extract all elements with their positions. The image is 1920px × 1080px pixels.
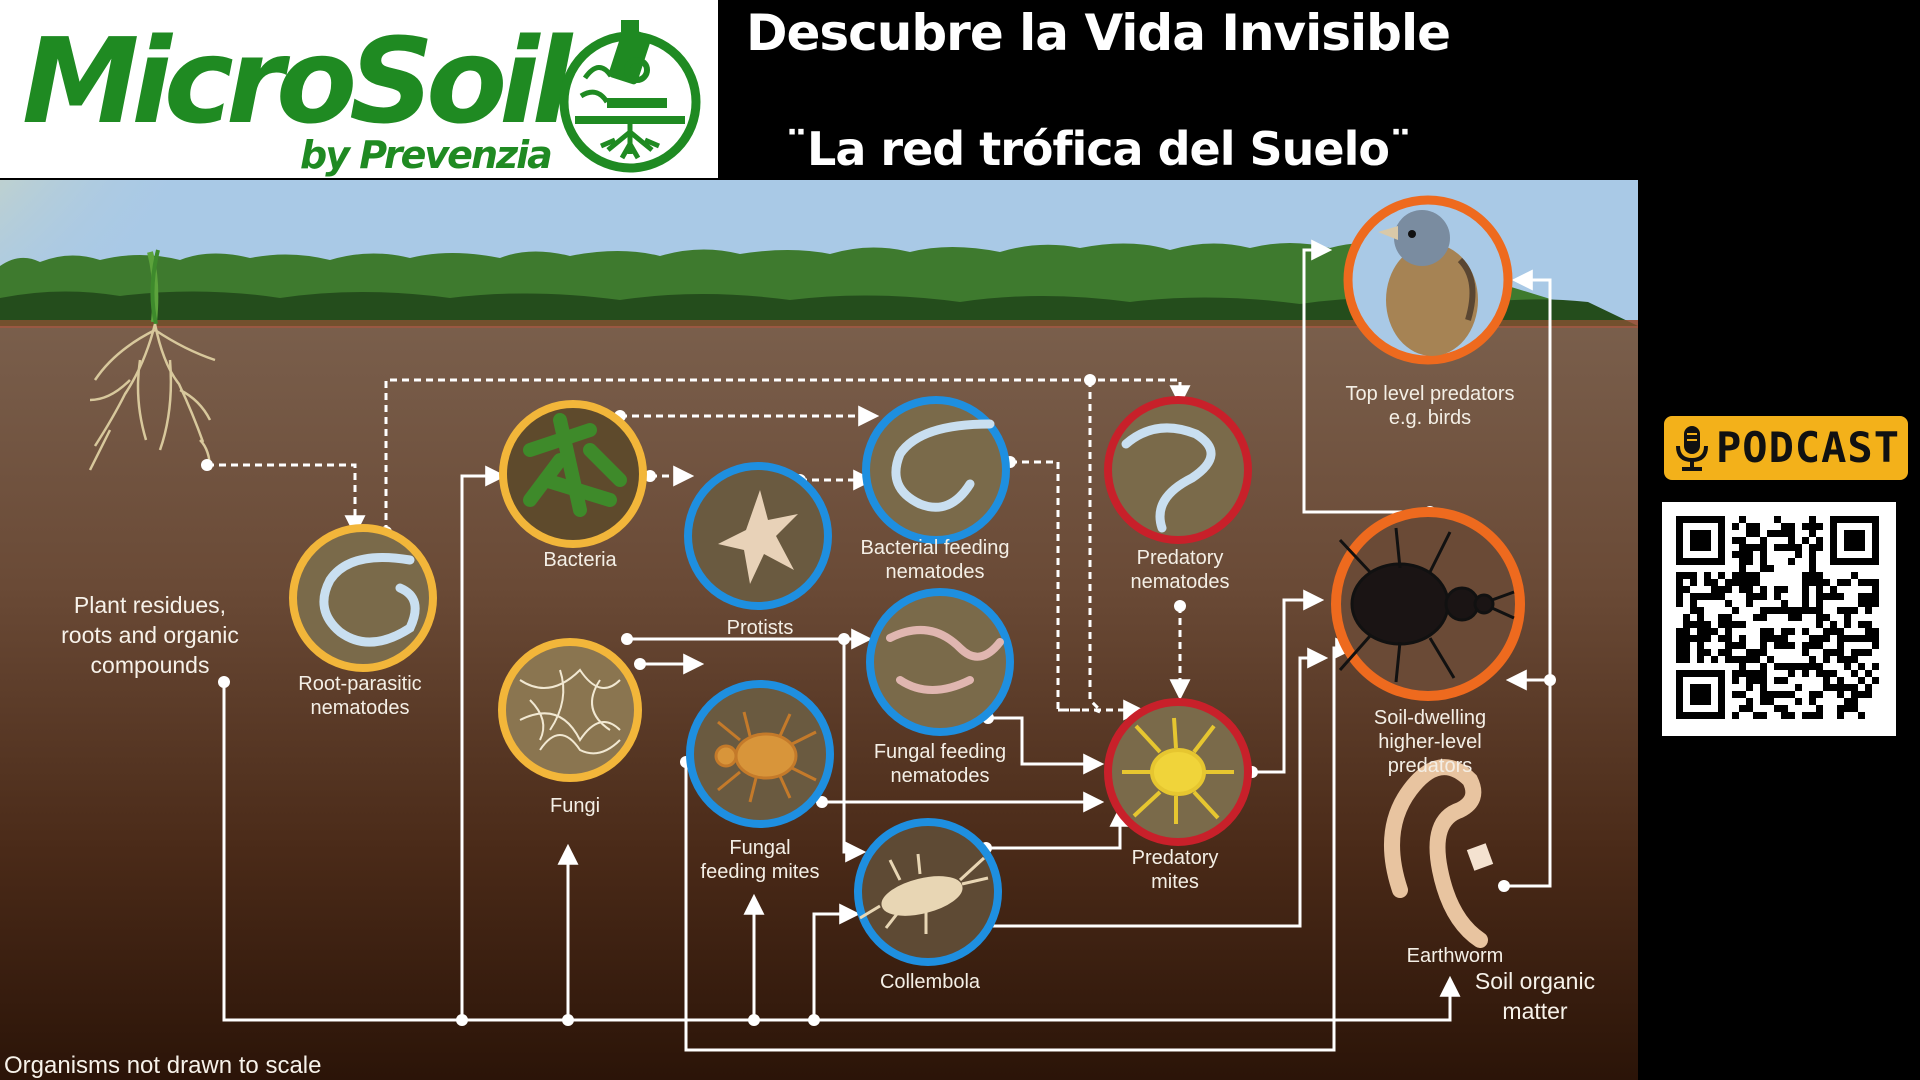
label-earthworm: Earthworm <box>1406 945 1504 967</box>
fungal-mites-node <box>686 680 834 828</box>
qr-code-icon <box>1676 516 1879 719</box>
predatory-mites-node <box>1104 698 1252 846</box>
nematode-icon <box>1121 423 1216 533</box>
label-fungal-mites: Fungal feeding mites <box>700 837 820 883</box>
qr-code-panel[interactable] <box>1662 502 1896 736</box>
page-subtitle: ¨La red trófica del Suelo¨ <box>785 122 1412 176</box>
bacteria-node <box>499 400 647 548</box>
label-plant-residues: Plant residues, roots and organic compou… <box>61 592 239 678</box>
beetle-icon <box>1338 527 1515 683</box>
label-bacteria: Bacteria <box>543 549 617 571</box>
top-predators-node <box>1343 195 1513 365</box>
predatory-nematode-node <box>1104 396 1252 544</box>
mite-icon <box>714 711 817 803</box>
fungal-feeding-nematode-node <box>866 588 1014 736</box>
springtail-icon <box>859 853 989 934</box>
collembola-node <box>854 818 1002 966</box>
label-fungal-feeding-nematodes: Fungal feeding nematodes <box>873 741 1007 787</box>
soil <box>0 320 1638 1080</box>
plant-roots-icon <box>88 249 216 471</box>
nematode-icon <box>886 626 1004 694</box>
label-protists: Protists <box>726 617 794 639</box>
label-root-parasitic: Root-parasitic nematodes <box>298 673 422 719</box>
earthworm-icon <box>1384 759 1494 948</box>
logo-panel: MicroSoil by Prevenzia <box>0 0 718 178</box>
label-bacterial-feeding: Bacterial feeding nematodes <box>860 537 1010 583</box>
mite-icon <box>1122 717 1234 824</box>
protist-icon <box>718 490 798 584</box>
page-title: Descubre la Vida Invisible <box>745 4 1451 62</box>
podcast-label: PODCAST <box>1716 423 1901 472</box>
label-top-predators: Top level predators e.g. birds <box>1345 383 1515 429</box>
label-fungi: Fungi <box>549 795 601 817</box>
nematode-icon <box>891 419 995 512</box>
soil-food-web-diagram <box>0 180 1638 1080</box>
fungi-node <box>498 638 642 782</box>
logo-wordmark: MicroSoil <box>22 12 572 150</box>
bacterial-feeding-nematode-node <box>862 396 1010 544</box>
label-predatory-mites: Predatory mites <box>1131 847 1219 893</box>
protists-node <box>684 462 832 610</box>
logo-byline: by Prevenzia <box>300 133 553 177</box>
label-soil-predators: Soil-dwelling higher-level predators <box>1373 707 1487 777</box>
nematode-icon <box>319 553 420 647</box>
fungi-hyphae-icon <box>519 668 621 755</box>
label-predatory-nematodes: Predatory nematodes <box>1130 547 1230 593</box>
podcast-badge[interactable]: PODCAST <box>1664 416 1908 480</box>
microscope-emblem-icon <box>559 20 701 173</box>
microphone-icon <box>1676 426 1708 471</box>
root-parasitic-nematode-node <box>289 524 437 672</box>
label-collembola: Collembola <box>879 971 981 993</box>
grass-shadow <box>0 291 1638 326</box>
label-soil-organic-matter: Soil organic matter <box>1474 968 1596 1024</box>
soil-predators-node <box>1331 507 1525 701</box>
bird-icon <box>1378 210 1478 356</box>
scale-note: Organisms not drawn to scale <box>4 1052 322 1079</box>
bacteria-icon <box>523 413 627 517</box>
